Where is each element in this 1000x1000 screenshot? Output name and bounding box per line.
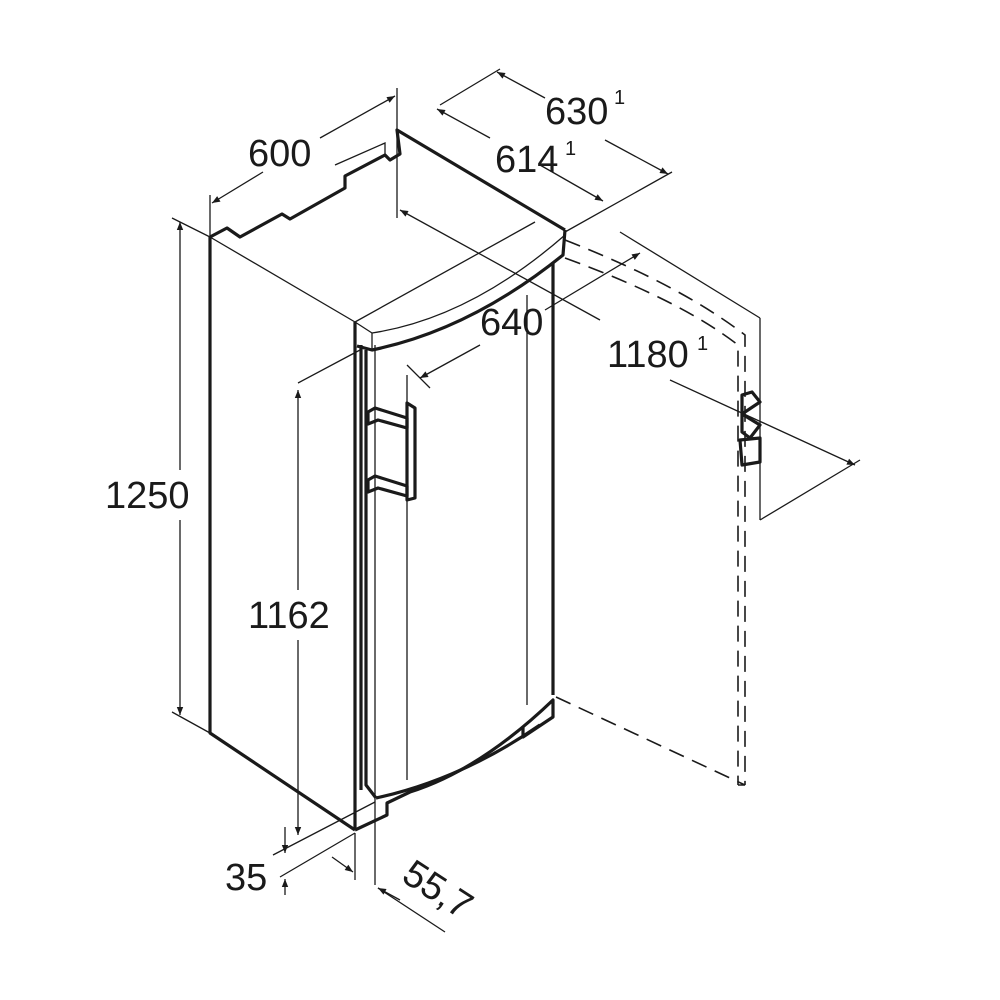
label-height: 1250: [105, 475, 190, 517]
label-depth-inner-note: 1: [565, 138, 576, 160]
label-door-open-depth-note: 1: [697, 333, 708, 355]
open-handle-icon: [740, 390, 762, 440]
door-open-outline: [555, 239, 762, 786]
label-width: 600: [248, 133, 311, 175]
label-handle-height: 1162: [248, 595, 330, 637]
dimension-lines: [171, 68, 861, 933]
label-door-offset: 55,7: [395, 852, 480, 928]
label-depth-inner: 614: [495, 139, 558, 181]
label-door-width: 640: [480, 302, 543, 344]
cabinet-outline: [208, 128, 567, 885]
label-door-open-depth: 1180: [607, 334, 689, 376]
door-handle: [366, 401, 417, 502]
label-depth-outer: 630: [545, 91, 608, 133]
label-foot-height: 35: [225, 857, 267, 899]
label-depth-outer-note: 1: [614, 87, 625, 109]
